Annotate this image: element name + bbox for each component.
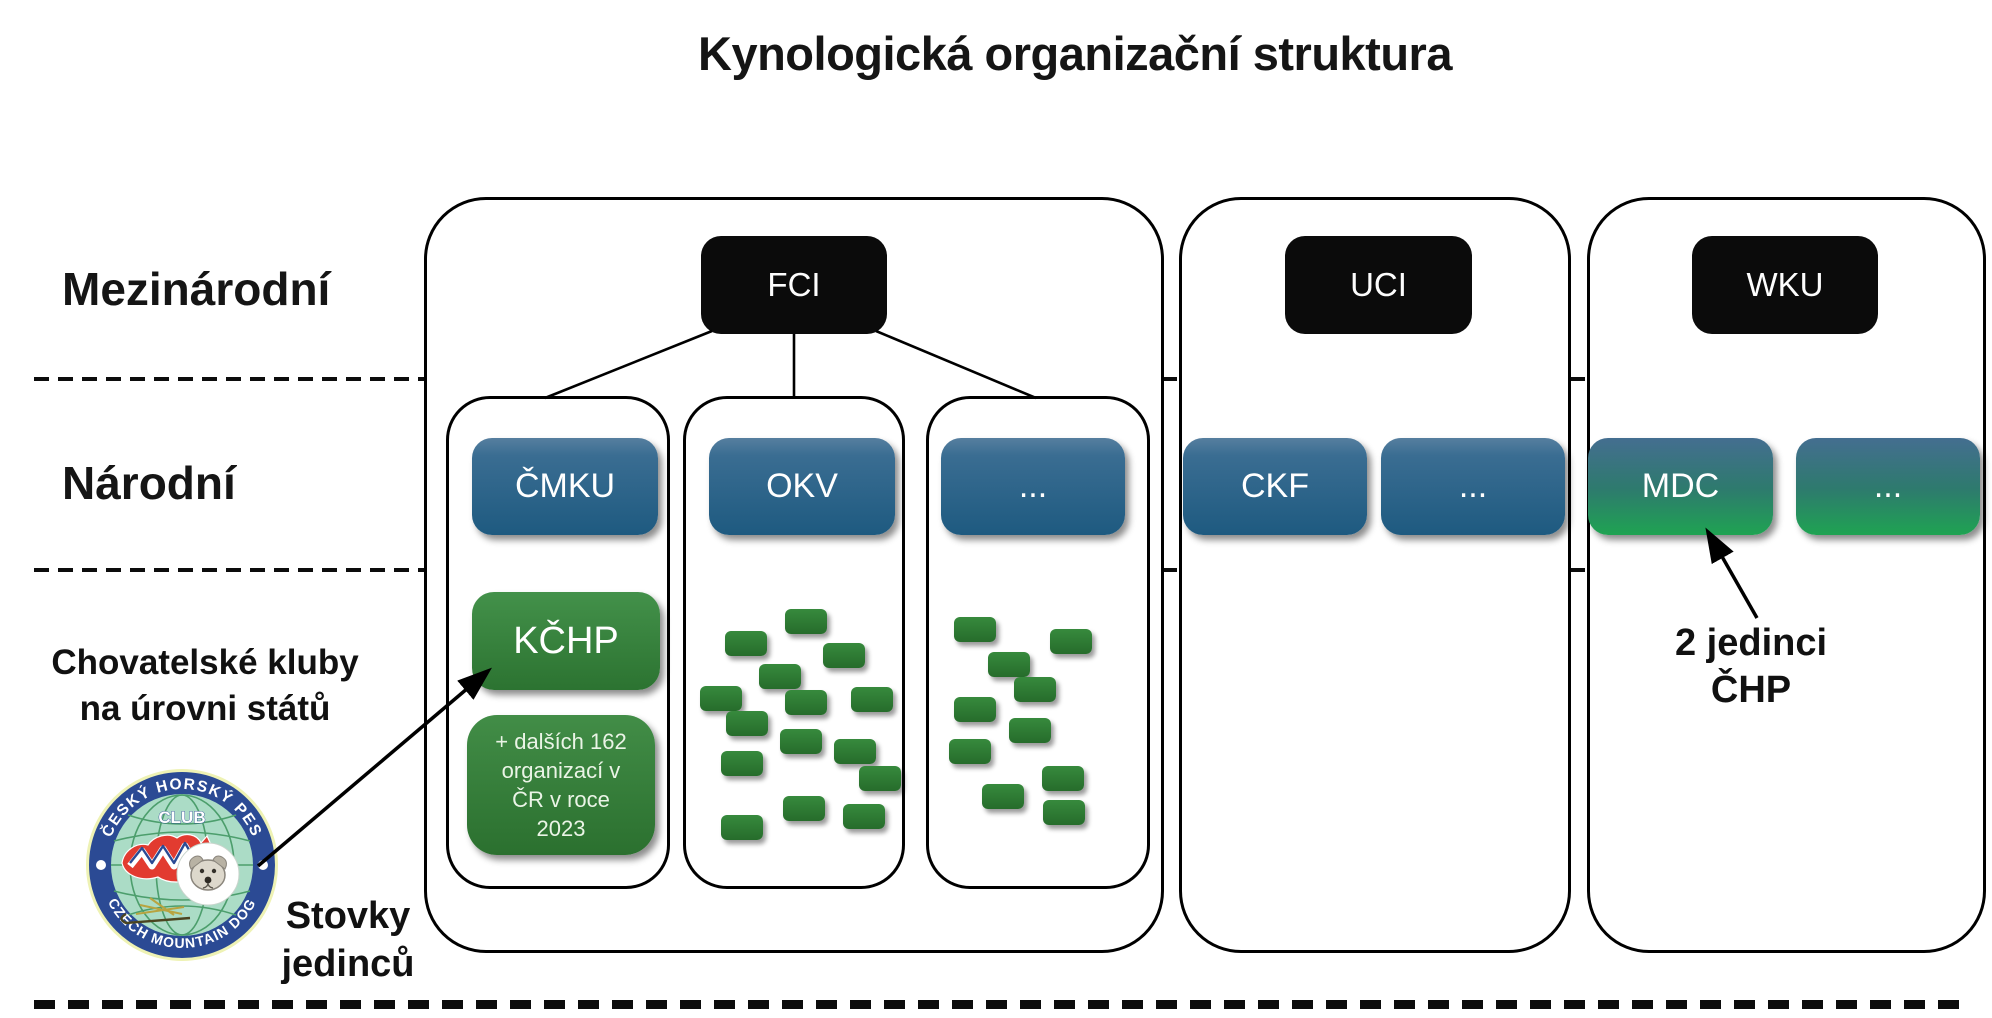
org-mini-box [954,617,996,642]
note-line1: + dalších 162 [495,728,627,754]
annotation-two-individuals-line2: ČHP [1710,669,1792,712]
org-mini-box [721,751,763,776]
org-mini-box [785,690,827,715]
logo-right-dot [258,860,268,870]
club-logo: ČESKÝ HORSKÝ PES CZECH MOUNTAIN DOG CLUB [84,767,280,963]
page-title: Kynologická organizační struktura [698,27,1452,80]
logo-club-text: CLUB [158,808,205,827]
row-label-clubs: Chovatelské kluby na úrovni států [14,640,396,732]
node-cmku: ČMKU [472,438,658,535]
node-ckf: CKF [1183,438,1367,535]
org-mini-box [700,686,742,711]
row-label-clubs-line1: Chovatelské kluby [51,643,359,682]
node-ellipsis-fci: ... [941,438,1125,535]
org-mini-box [823,643,865,668]
org-mini-box [982,784,1024,809]
org-mini-box [726,711,768,736]
org-mini-box [1050,629,1092,654]
wku-group-container [1587,197,1986,953]
org-mini-box [785,609,827,634]
node-ellipsis-wku: ... [1796,438,1980,535]
annotation-hundreds-line1: Stovky [285,895,411,937]
node-fci: FCI [701,236,887,334]
org-mini-box [851,687,893,712]
org-mini-box [988,652,1030,677]
org-mini-box [1043,800,1085,825]
row-label-national: Národní [62,457,236,509]
node-mdc: MDC [1588,438,1773,535]
org-mini-box [843,804,885,829]
org-mini-box [1014,677,1056,702]
annotation-hundreds-line2: jedinců [281,942,415,985]
org-mini-box [954,697,996,722]
org-mini-box [1042,766,1084,791]
org-mini-box [780,729,822,754]
org-mini-box [725,631,767,656]
row-label-clubs-line2: na úrovni států [79,689,331,729]
annotation-hundreds: Stovky jedinců [234,893,462,989]
org-mini-box [859,766,901,791]
org-mini-box [834,739,876,764]
org-mini-box [1009,718,1051,743]
node-kchp: KČHP [472,592,660,690]
logo-left-dot [96,860,106,870]
org-mini-box [721,815,763,840]
other-organizations-note: + dalších 162 organizací v ČR v roce 202… [467,715,655,855]
annotation-two-individuals: 2 jedinci ČHP [1622,620,1880,714]
logo-dog-medallion [176,842,240,906]
note-line4: 2023 [536,816,586,842]
annotation-two-individuals-line1: 2 jedinci [1674,622,1828,664]
node-wku: WKU [1692,236,1878,334]
node-ellipsis-uci: ... [1381,438,1565,535]
org-mini-box [949,739,991,764]
row-label-international: Mezinárodní [62,263,331,315]
node-uci: UCI [1285,236,1472,334]
separator-bottom [34,1000,1960,1009]
logo-sled [120,897,191,925]
org-mini-box [783,796,825,821]
note-line3: ČR v roce [512,787,610,812]
org-mini-box [759,664,801,689]
club-logo-svg: ČESKÝ HORSKÝ PES CZECH MOUNTAIN DOG CLUB [86,769,278,961]
node-okv: OKV [709,438,895,535]
note-line2: organizací v [501,757,621,783]
